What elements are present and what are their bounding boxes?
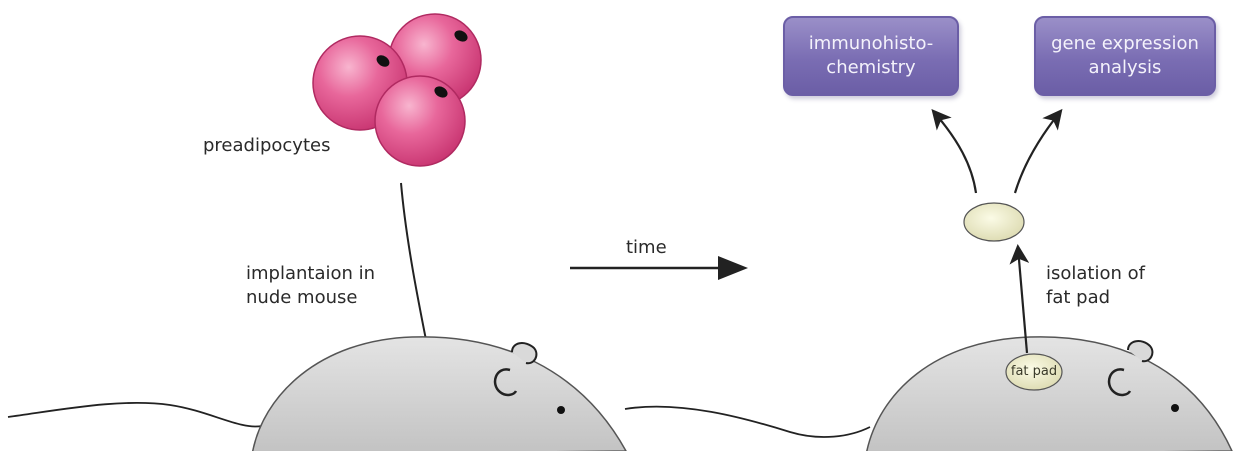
right-mouse-eye-icon	[1171, 404, 1179, 412]
left-mouse	[252, 337, 626, 451]
right-mouse	[866, 337, 1232, 451]
preadipocytes-label: preadipocytes	[203, 134, 330, 158]
immunohistochemistry-box: immunohisto- chemistry	[783, 16, 959, 96]
left-mouse-eye-icon	[557, 406, 565, 414]
isolated-fat-pad	[964, 203, 1024, 241]
arrow-to-immunohistochemistry	[934, 112, 976, 193]
preadipocyte-cluster	[313, 14, 481, 166]
gene-expression-box: gene expression analysis	[1034, 16, 1216, 96]
isolation-label: isolation of fat pad	[1046, 262, 1145, 310]
right-mouse-tail	[625, 407, 870, 437]
left-mouse-tail	[8, 403, 262, 427]
arrow-to-gene-expression	[1015, 112, 1060, 193]
time-label: time	[626, 236, 667, 260]
fat-pad-label: fat pad	[1004, 364, 1064, 379]
cell-bottom	[375, 76, 465, 166]
implantation-label: implantaion in nude mouse	[246, 262, 375, 310]
implantation-arrow	[401, 183, 430, 360]
